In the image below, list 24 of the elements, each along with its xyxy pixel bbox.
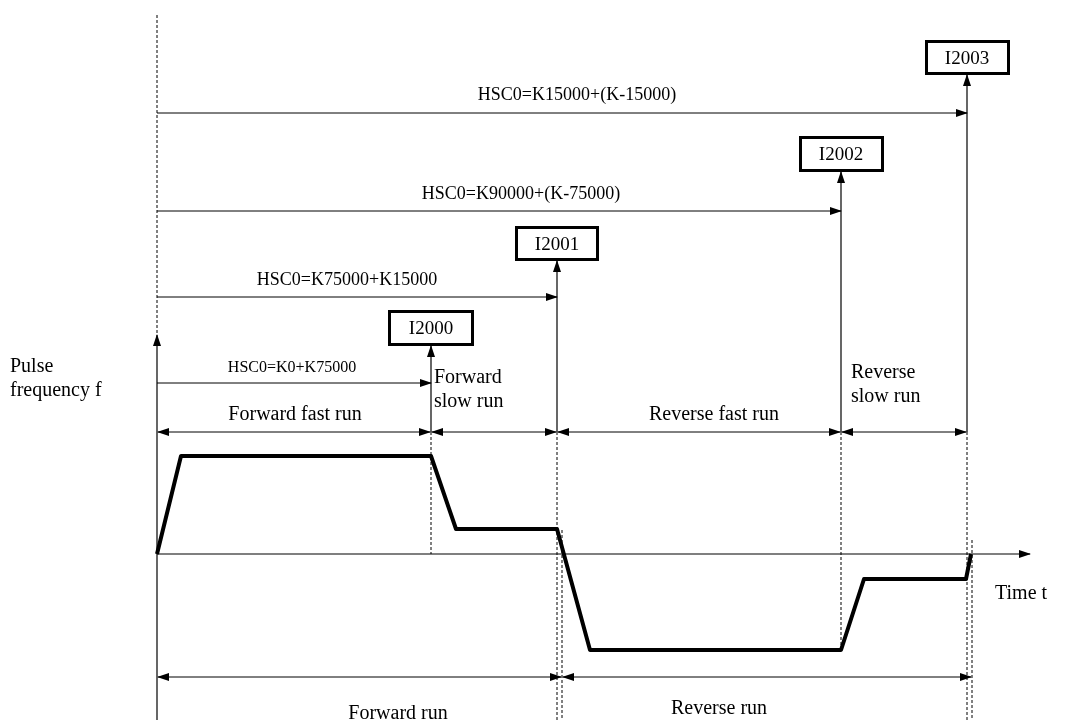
interrupt-label: I2000 — [408, 317, 454, 339]
interrupt-box — [388, 310, 474, 346]
phase-label: Reverse run — [670, 695, 768, 719]
formula-label: HSC0=K0+K75000 — [227, 357, 357, 377]
interrupt-box — [515, 226, 599, 261]
phase-label: Forward run — [348, 700, 448, 724]
arrow — [427, 345, 435, 433]
arrow — [553, 260, 561, 433]
formula-label: HSC0=K75000+K15000 — [256, 269, 438, 291]
interrupt-label: I2003 — [944, 46, 990, 69]
interrupt-label: I2001 — [534, 232, 580, 255]
axis-label: Time t — [995, 580, 1048, 604]
formula-label: HSC0=K15000+(K-15000) — [477, 84, 677, 106]
phase-label: Forward fast run — [228, 401, 362, 425]
formula-label: HSC0=K90000+(K-75000) — [421, 183, 621, 205]
arrow — [837, 171, 845, 433]
phase-label: Reverse slow run — [851, 359, 922, 407]
phase-label: Forward slow run — [434, 364, 505, 412]
interrupt-label: I2002 — [818, 143, 864, 165]
interrupt-box — [798, 136, 884, 172]
interrupt-box — [924, 40, 1010, 75]
phase-label: Reverse fast run — [649, 401, 779, 425]
arrow — [963, 74, 971, 433]
axis-label: Pulse frequency f — [10, 353, 103, 401]
